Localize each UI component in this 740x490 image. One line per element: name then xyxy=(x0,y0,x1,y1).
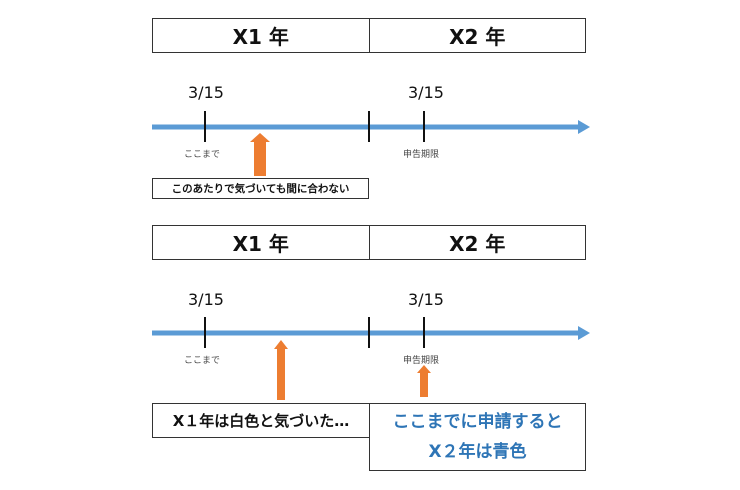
note-line-1: ここまでに申請すると xyxy=(392,412,563,432)
year-header-2: X1 年 X2 年 xyxy=(152,225,586,260)
year-x1: X1 年 xyxy=(232,25,289,49)
date-label: 3/15 xyxy=(408,83,444,102)
note-too-late: このあたりで気づいても間に合わない xyxy=(152,178,369,199)
orange-up-arrow-icon xyxy=(274,340,288,400)
note-x2-blue: ここまでに申請すると X２年は青色 xyxy=(369,403,586,471)
orange-up-arrow-icon xyxy=(417,365,431,397)
note-line-2: X２年は青色 xyxy=(428,442,527,462)
timeline-1 xyxy=(152,111,590,176)
date-label: 3/15 xyxy=(408,290,444,309)
tick-label: 申告期限 xyxy=(403,356,440,366)
date-label: 3/15 xyxy=(188,290,224,309)
note-x1-white: X１年は白色と気づいた… xyxy=(152,403,370,438)
year-header-1: X1 年 X2 年 xyxy=(152,18,586,53)
orange-up-arrow-icon xyxy=(250,133,270,176)
timeline-2 xyxy=(152,317,590,400)
tick-label: ここまで xyxy=(184,150,221,160)
year-x2: X2 年 xyxy=(368,226,586,259)
tick-label: ここまで xyxy=(184,356,221,366)
date-label: 3/15 xyxy=(188,83,224,102)
year-x1: X1 年 xyxy=(232,232,289,256)
tick-label: 申告期限 xyxy=(403,150,440,160)
year-x2: X2 年 xyxy=(368,19,586,52)
